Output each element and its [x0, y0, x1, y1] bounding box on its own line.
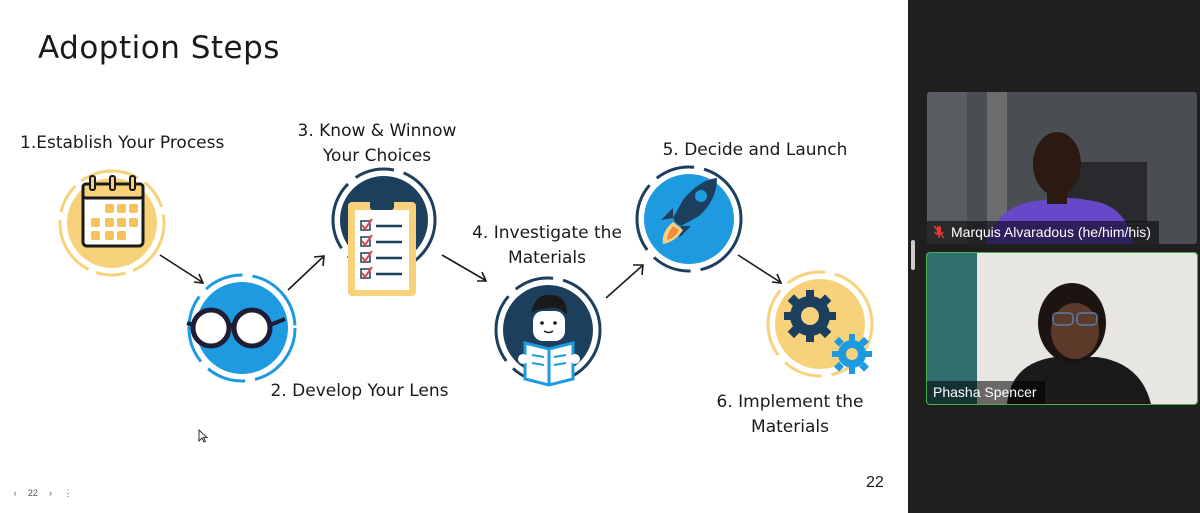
participant-name-tag: Marquis Alvaradous (he/him/his)	[927, 221, 1159, 244]
participant-video-image	[927, 253, 1197, 404]
gears-icon	[766, 270, 874, 378]
mouse-cursor-icon	[198, 428, 209, 443]
step-4-label: 4. Investigate the Materials	[462, 221, 632, 271]
step-1-label-line1: 1.Establish Your Process	[20, 133, 225, 153]
more-options-button[interactable]: ⋮	[63, 487, 73, 498]
presentation-slide: Adoption Steps 1.Establish Your Process	[0, 0, 908, 513]
rocket-icon	[635, 165, 743, 273]
glasses-icon	[186, 273, 297, 383]
step-4-label-line1: 4. Investigate the	[472, 223, 622, 243]
step-5-label: 5. Decide and Launch	[655, 138, 855, 163]
step-3-label-line2: Your Choices	[322, 146, 432, 166]
step-5-label-line1: 5. Decide and Launch	[662, 140, 848, 160]
panel-resize-handle[interactable]	[911, 240, 915, 270]
nav-page-indicator: 22	[27, 488, 38, 498]
slide-title: Adoption Steps	[38, 30, 280, 66]
arrow-icon	[287, 255, 325, 291]
arrow-icon	[159, 254, 205, 284]
step-6-label-line1: 6. Implement the	[716, 392, 864, 412]
person-reading-icon	[494, 276, 602, 387]
participant-name-tag: Phasha Spencer	[927, 381, 1045, 404]
arrow-icon	[605, 264, 644, 299]
step-6-label-line2: Materials	[751, 417, 829, 437]
participant-video-tile[interactable]: Marquis Alvaradous (he/him/his)	[927, 92, 1197, 244]
arrow-icon	[737, 254, 783, 284]
step-3-label: 3. Know & Winnow Your Choices	[292, 119, 462, 169]
participant-name: Phasha Spencer	[933, 384, 1037, 400]
clipboard-checklist-icon	[331, 167, 437, 296]
step-6-label: 6. Implement the Materials	[705, 390, 875, 440]
calendar-icon	[58, 169, 166, 277]
participant-video-tile-active-speaker[interactable]: Phasha Spencer	[926, 252, 1198, 405]
step-1-label: 1.Establish Your Process	[20, 131, 225, 156]
participant-video-image	[927, 92, 1197, 244]
step-2-label: 2. Develop Your Lens	[262, 379, 457, 404]
muted-mic-icon	[933, 225, 945, 239]
prev-slide-button[interactable]: ‹	[13, 488, 17, 498]
step-3-label-line1: 3. Know & Winnow	[297, 121, 457, 141]
step-2-label-line1: 2. Develop Your Lens	[270, 381, 449, 401]
arrow-icon	[441, 254, 488, 282]
slide-page-number: 22	[866, 474, 884, 491]
next-slide-button[interactable]: ›	[49, 488, 53, 498]
participant-name: Marquis Alvaradous (he/him/his)	[951, 224, 1151, 240]
step-4-label-line2: Materials	[508, 248, 586, 268]
slide-navigation: ‹ 22 › ⋮	[8, 486, 78, 500]
